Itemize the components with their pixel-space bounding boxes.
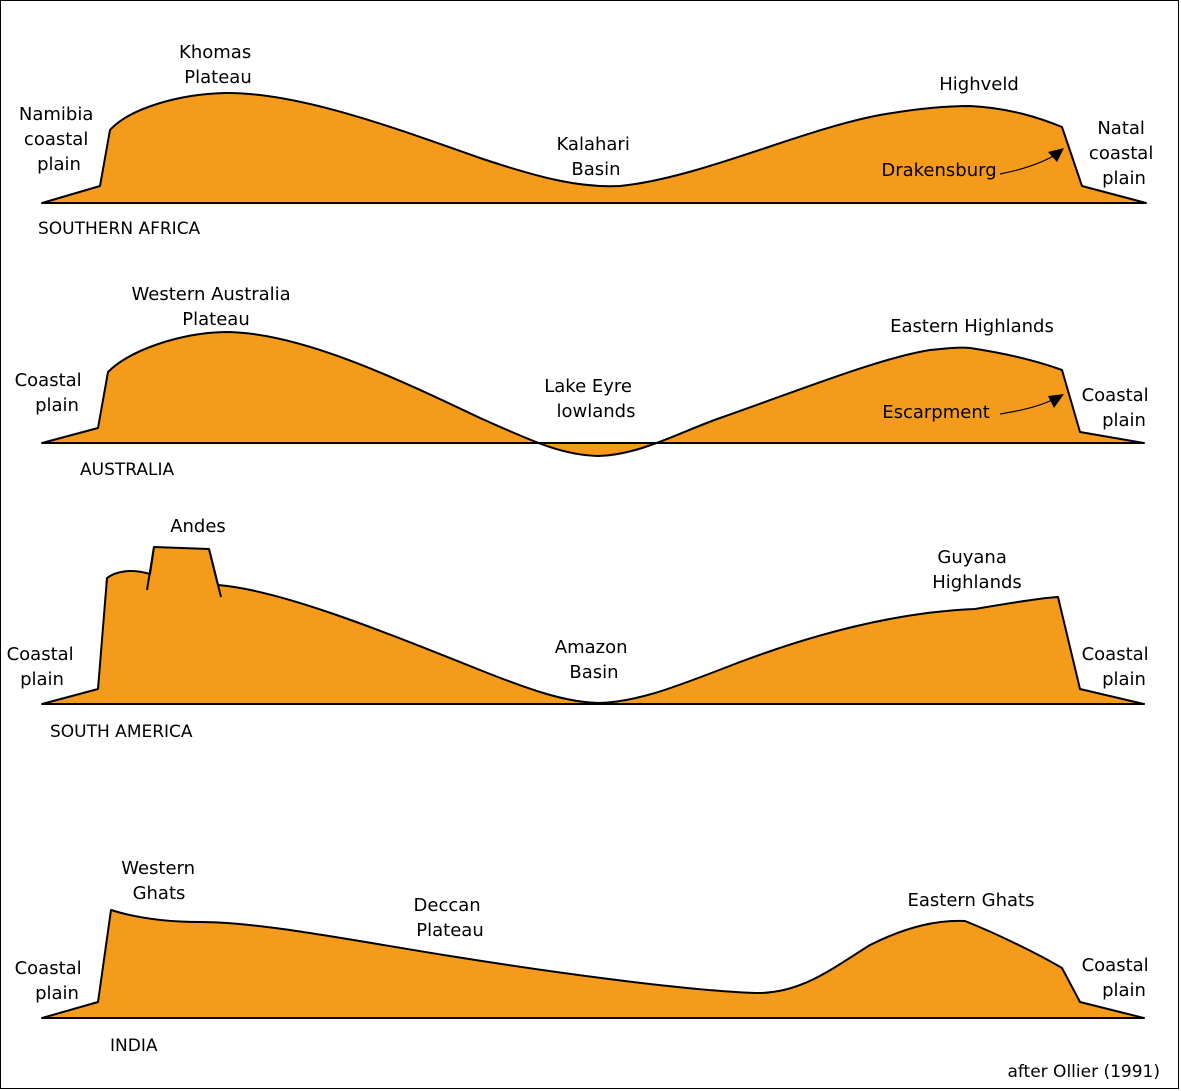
label-india-coastal-plain-east: Coastal plain xyxy=(1082,955,1155,1001)
southern-africa-profile xyxy=(41,91,1147,204)
escarpment-arrow xyxy=(999,399,1053,415)
andes-west-fault xyxy=(146,546,155,591)
label-western-ghats: Western Ghats xyxy=(121,858,201,904)
label-australia-coastal-plain-east: Coastal plain xyxy=(1082,385,1155,431)
panel-title-india: INDIA xyxy=(110,1036,158,1056)
panel-india: Coastal plain Western Ghats Deccan Plate… xyxy=(15,858,1155,1056)
label-western-australia-plateau: Western Australia Plateau xyxy=(132,284,297,330)
drakensburg-arrowhead-icon xyxy=(1048,148,1064,162)
label-deccan-plateau: Deccan Plateau xyxy=(414,895,487,941)
label-india-coastal-plain-west: Coastal plain xyxy=(15,958,88,1004)
escarpment-arrowhead-icon xyxy=(1048,394,1064,408)
label-drakensburg: Drakensburg xyxy=(881,160,996,181)
panel-title-southern-africa: SOUTHERN AFRICA xyxy=(38,219,201,239)
label-natal-coastal-plain: Natal coastal plain xyxy=(1089,118,1159,189)
panel-south-america: Coastal plain Andes Amazon Basin Guyana … xyxy=(7,516,1155,742)
label-andes: Andes xyxy=(170,516,226,537)
india-profile xyxy=(41,909,1145,1019)
andes-east-fault xyxy=(208,548,222,598)
label-australia-coastal-plain-west: Coastal plain xyxy=(15,370,88,416)
label-khomas-plateau: Khomas Plateau xyxy=(179,42,257,88)
label-escarpment: Escarpment xyxy=(882,402,990,423)
panel-australia: Coastal plain Western Australia Plateau … xyxy=(15,284,1155,480)
label-highveld: Highveld xyxy=(939,74,1019,95)
label-namibia-coastal-plain: Namibia coastal plain xyxy=(19,104,99,175)
label-lake-eyre-lowlands: Lake Eyre lowlands xyxy=(544,376,637,422)
source-credit: after Ollier (1991) xyxy=(1007,1062,1160,1082)
australia-profile xyxy=(41,331,1145,457)
label-eastern-highlands: Eastern Highlands xyxy=(890,316,1054,337)
label-kalahari-basin: Kalahari Basin xyxy=(556,134,635,180)
label-south-america-coastal-plain-west: Coastal plain xyxy=(7,644,80,690)
panel-title-south-america: SOUTH AMERICA xyxy=(50,722,193,742)
panel-title-australia: AUSTRALIA xyxy=(80,460,174,480)
label-guyana-highlands: Guyana Highlands xyxy=(932,547,1022,593)
label-south-america-coastal-plain-east: Coastal plain xyxy=(1082,644,1155,690)
label-amazon-basin: Amazon Basin xyxy=(555,637,633,683)
panel-southern-africa: Namibia coastal plain Khomas Plateau Kal… xyxy=(19,42,1159,239)
label-eastern-ghats: Eastern Ghats xyxy=(908,890,1035,911)
